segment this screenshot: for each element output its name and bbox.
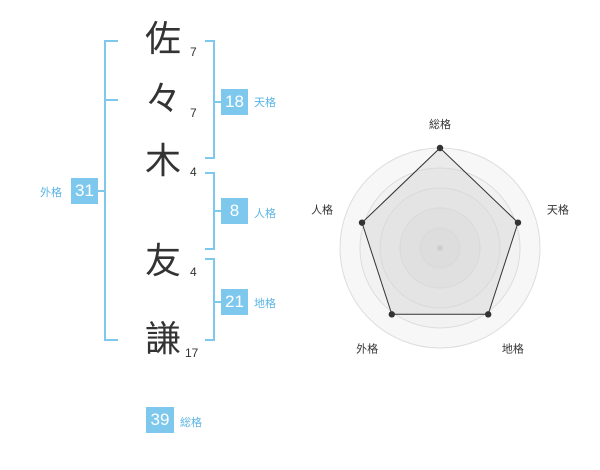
radar-axis-label: 総格 [429, 117, 451, 131]
chikaku-badge: 21 [221, 289, 248, 315]
tenkaku-label: 天格 [254, 96, 276, 109]
name-char-3: 木 [144, 141, 181, 182]
soukaku-label: 総格 [180, 416, 202, 429]
radar-axis-label: 人格 [311, 203, 333, 217]
gaikaku-badge: 31 [71, 178, 98, 204]
jinkaku-label: 人格 [254, 207, 276, 220]
name-char-4: 友 [144, 241, 181, 282]
gaikaku-label: 外格 [40, 186, 62, 199]
radar-point [436, 144, 444, 152]
jinkaku-badge: 8 [221, 198, 248, 224]
stroke-count-3: 4 [190, 165, 197, 179]
radar-point [484, 311, 492, 318]
radar-axis-label: 外格 [356, 341, 378, 355]
radar-point [514, 219, 522, 226]
stroke-count-1: 7 [190, 45, 197, 59]
radar-axis-label: 地格 [502, 341, 524, 355]
chikaku-label: 地格 [254, 297, 276, 310]
soukaku-badge: 39 [146, 407, 174, 433]
name-char-2: 々 [144, 79, 181, 120]
name-char-5: 謙 [144, 319, 181, 360]
radar-series-polygon [361, 147, 519, 315]
stroke-count-5: 17 [185, 346, 199, 360]
stroke-count-2: 7 [190, 106, 197, 120]
stroke-count-4: 4 [190, 265, 197, 279]
radar-point [388, 311, 396, 318]
name-char-1: 佐 [144, 19, 181, 60]
tenkaku-badge: 18 [221, 89, 248, 115]
radar-axis-label: 天格 [547, 203, 569, 217]
radar-center [437, 245, 443, 251]
radar-point [358, 219, 366, 226]
